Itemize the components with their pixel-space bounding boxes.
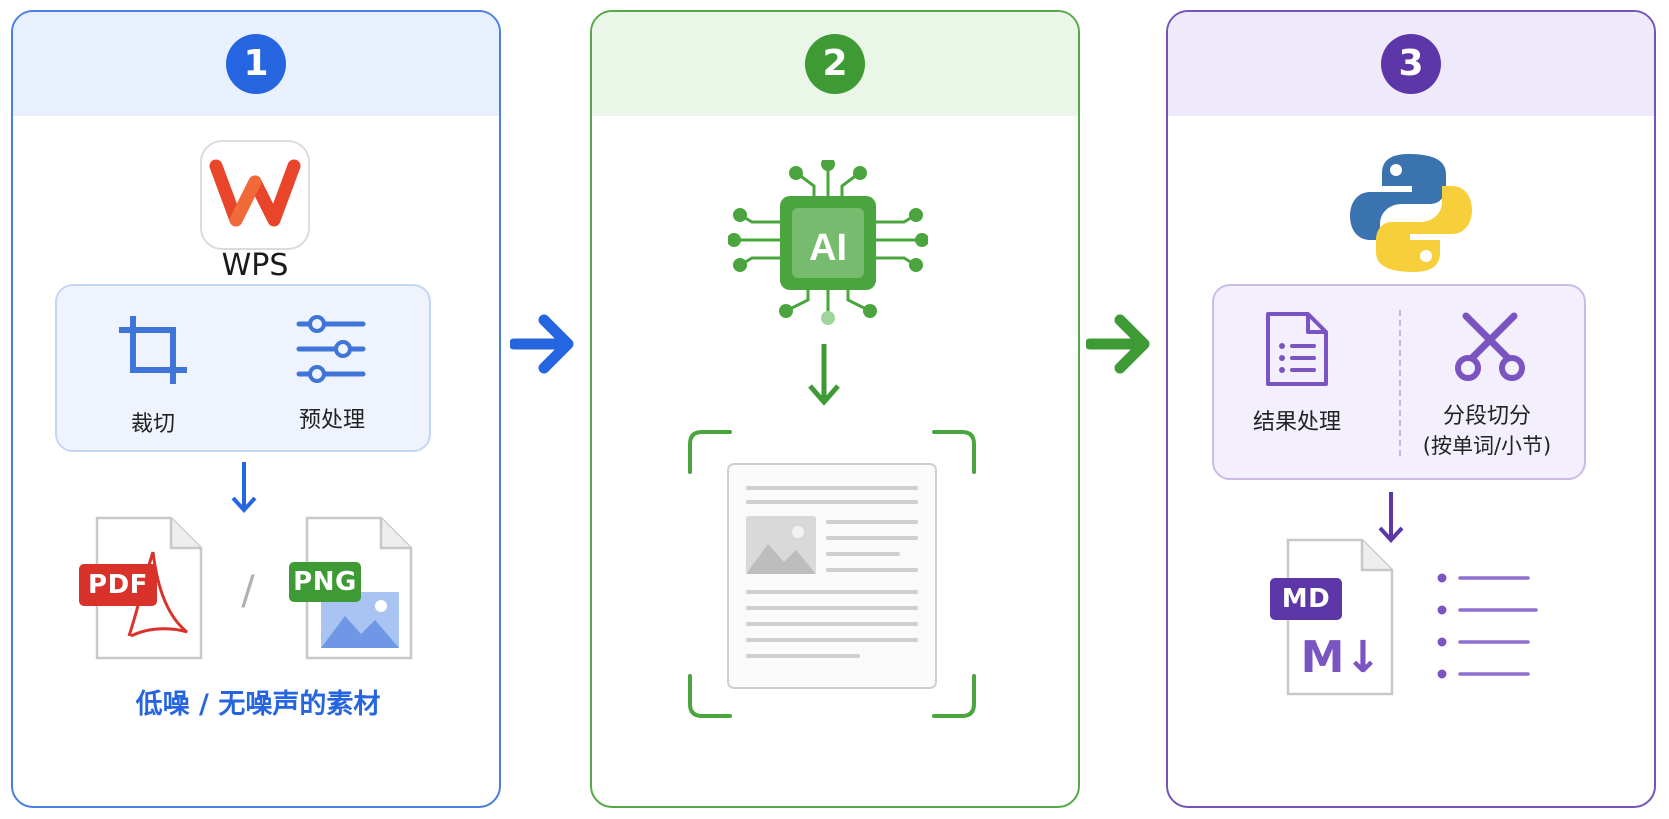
scanned-document-icon (688, 430, 976, 720)
scissors-icon (1454, 312, 1526, 382)
step-1-panel: 1 WPS 裁切 预处理 (11, 10, 501, 808)
crop-icon (115, 312, 191, 388)
sliders-icon (295, 314, 367, 384)
preprocess-label: 预处理 (298, 408, 365, 433)
step-1-number-badge: 1 (226, 34, 286, 94)
crop-label: 裁切 (130, 412, 175, 437)
md-tag: MD (1270, 578, 1342, 620)
step-2-panel: 2 (590, 10, 1080, 808)
png-file-icon (305, 516, 415, 661)
arrow-right-icon (1086, 312, 1152, 376)
bullet-list-icon (1436, 568, 1540, 680)
preprocess-tools-box: 裁切 预处理 (55, 284, 431, 452)
png-tag: PNG (289, 562, 361, 602)
postprocess-tools-box: 结果处理 分段切分 (按单词/小节) (1212, 284, 1586, 480)
step-1-caption: 低噪 / 无噪声的素材 (135, 689, 381, 720)
document-list-icon (1264, 310, 1330, 388)
app-name-label: WPS (221, 248, 289, 283)
arrow-right-icon (510, 312, 576, 376)
python-logo-icon (1348, 150, 1474, 276)
tools-divider (1399, 310, 1401, 456)
ai-chip-label: AI (809, 227, 847, 269)
down-arrow-icon (229, 460, 259, 514)
segment-split-label: 分段切分 (1442, 404, 1531, 429)
format-separator: / (241, 568, 255, 614)
result-processing-label: 结果处理 (1252, 410, 1341, 435)
step-3-number-badge: 3 (1381, 34, 1441, 94)
step-3-panel: 3 结果处理 (1166, 10, 1656, 808)
down-arrow-icon (1376, 490, 1406, 544)
segment-split-sublabel: (按单词/小节) (1422, 434, 1552, 458)
step-2-number-badge: 2 (805, 34, 865, 94)
pdf-tag: PDF (79, 564, 157, 606)
down-arrow-icon (804, 342, 844, 408)
ai-chip-icon: AI (728, 160, 928, 330)
wps-logo-icon (200, 140, 310, 250)
markdown-mark: M↓ (1300, 632, 1382, 683)
